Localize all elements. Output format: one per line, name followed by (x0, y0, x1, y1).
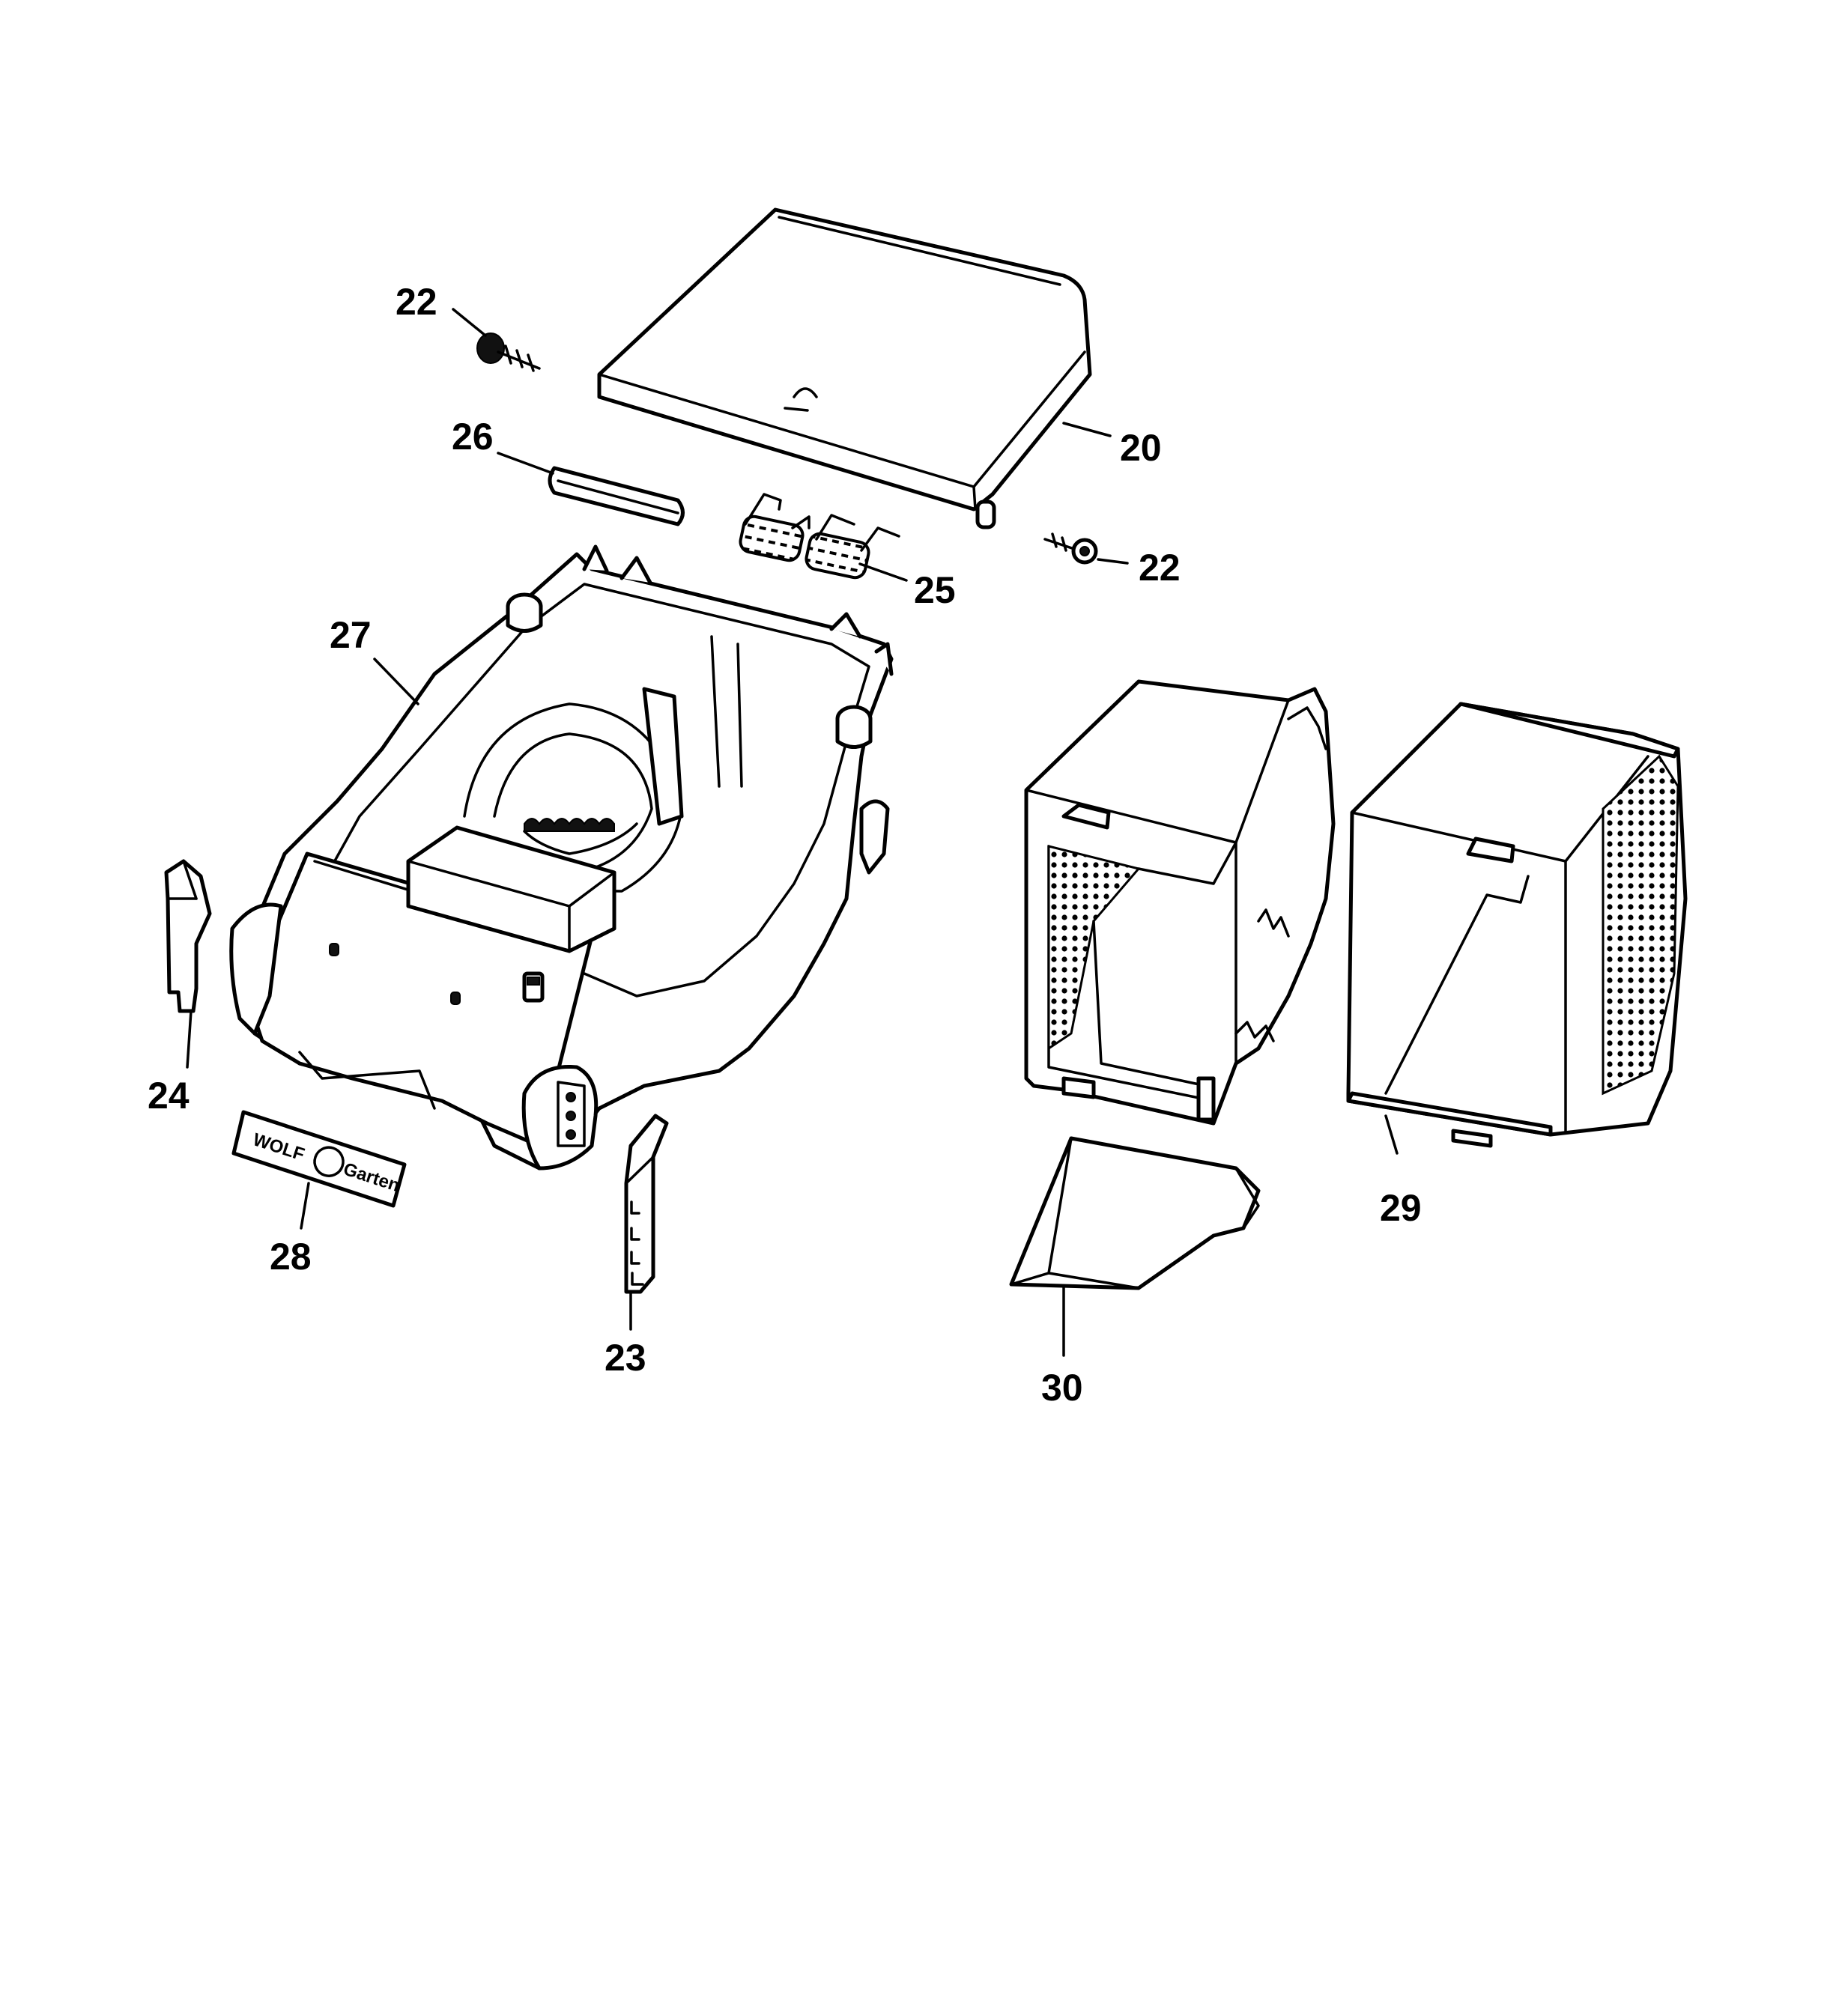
part-27-deck-housing (229, 544, 894, 1171)
label-part-22-upper: 22 (396, 281, 437, 323)
part-26-pin (548, 466, 685, 526)
part-20-cover (597, 207, 1092, 529)
part-29-grassbox-right (1346, 702, 1688, 1148)
label-part-30: 30 (1041, 1367, 1083, 1409)
label-part-29: 29 (1380, 1187, 1422, 1229)
part-25-springs (739, 493, 900, 580)
label-part-27: 27 (330, 614, 372, 656)
part-24-side-flap (164, 859, 212, 1013)
leader-lines (186, 308, 1399, 1357)
label-part-23: 23 (605, 1337, 646, 1379)
label-part-28: 28 (270, 1236, 312, 1278)
label-part-20: 20 (1120, 427, 1162, 469)
part-23-side-flap (624, 1114, 669, 1294)
part-22-screw-lower (1043, 532, 1098, 565)
label-part-24: 24 (148, 1075, 190, 1117)
part-30-chute (1009, 1136, 1261, 1290)
label-part-25: 25 (914, 569, 956, 611)
part-22-screw-upper (476, 333, 541, 372)
grassbox-left-half (1024, 679, 1336, 1126)
label-part-22-lower: 22 (1139, 547, 1181, 589)
part-28-logo-plate: WOLF Garten (231, 1110, 407, 1208)
part-number-labels: 22 20 22 26 25 27 24 28 23 29 30 (148, 281, 1422, 1409)
label-part-26: 26 (452, 416, 494, 458)
